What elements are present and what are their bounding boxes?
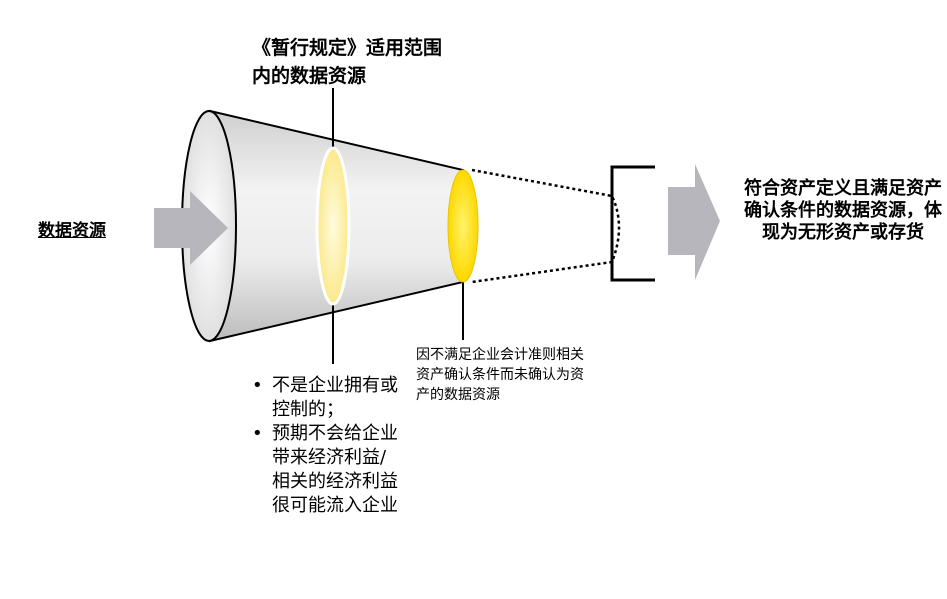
not-recognized-label: 因不满足企业会计准则相关资产确认条件而未确认为资产的数据资源 <box>416 347 584 403</box>
input-arrow-icon <box>154 191 228 265</box>
output-arrow-icon <box>668 164 720 280</box>
scope-label: 《暂行规定》适用范围内的数据资源 <box>252 37 443 87</box>
funnel-dotted-extension <box>471 168 621 284</box>
excluded-reason-item: 不是企业拥有或控制的； <box>252 374 402 422</box>
output-bracket <box>610 165 655 282</box>
scope-ring <box>315 146 351 306</box>
not-recognized-ring <box>447 169 479 283</box>
excluded-reason-item: 预期不会给企业带来经济利益/相关的经济利益很可能流入企业 <box>252 422 402 518</box>
data-resource-label: 数据资源 <box>38 221 106 241</box>
result-label: 符合资产定义且满足资产确认条件的数据资源，体现为无形资产或存货 <box>744 178 942 243</box>
excluded-reasons: 不是企业拥有或控制的； 预期不会给企业带来经济利益/相关的经济利益很可能流入企业 <box>252 374 402 518</box>
